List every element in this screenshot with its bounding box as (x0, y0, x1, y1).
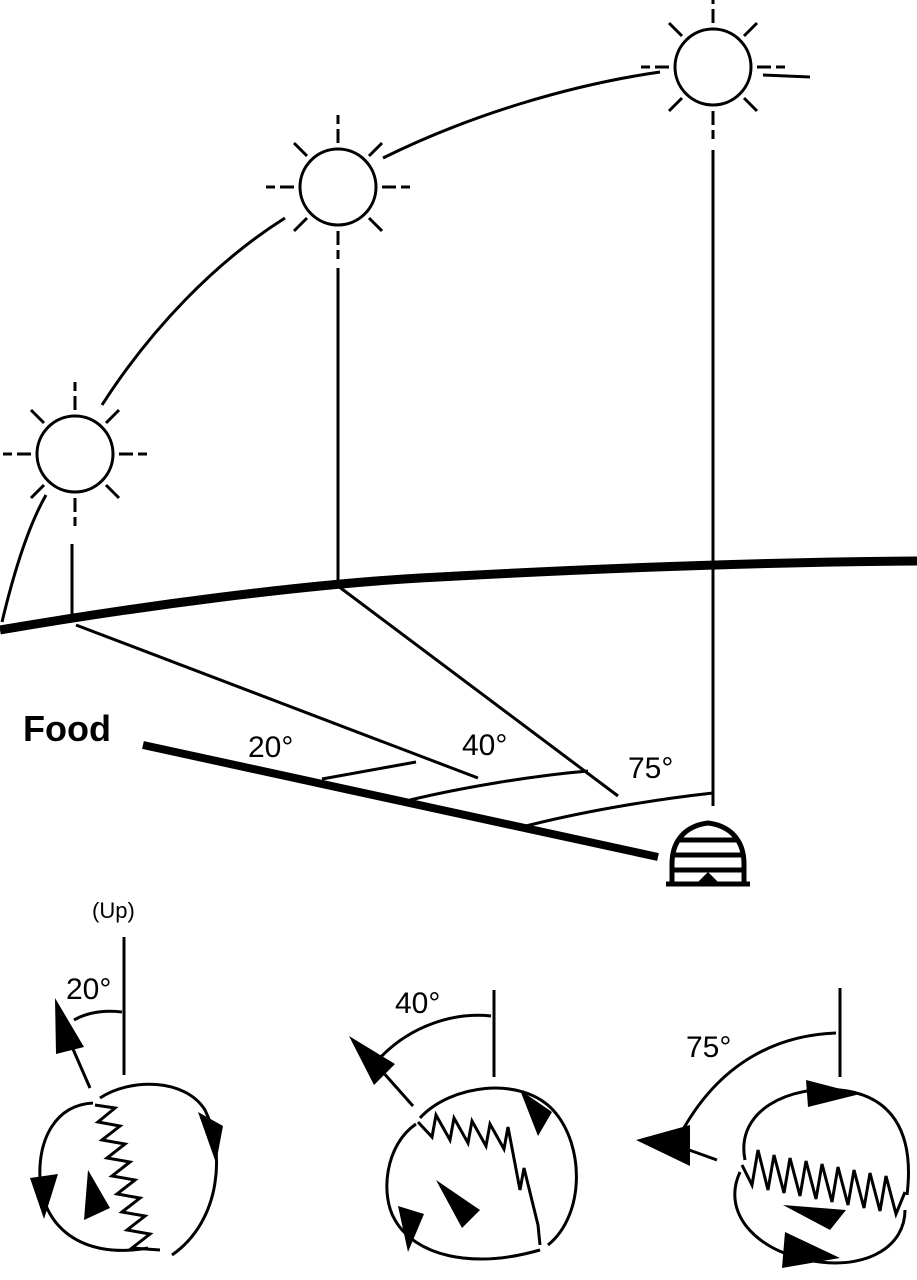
waggle-dance-20: (Up) 20° (30, 898, 223, 1257)
dance-loop (99, 1082, 219, 1257)
waggle-run (94, 1103, 161, 1252)
food-direction-line (142, 741, 659, 861)
angle-arc-75 (521, 791, 714, 829)
dance-angle-arc (376, 1013, 492, 1062)
dance-angle-label: 40° (395, 987, 440, 1020)
waggle-run (740, 1149, 907, 1219)
sun-icon (264, 113, 412, 261)
dance-angle-label: 20° (66, 973, 111, 1006)
food-label: Food (23, 708, 111, 749)
dance-angle-arc (73, 1009, 123, 1022)
arrowhead-icon (782, 1232, 840, 1268)
sun-icon (1, 380, 149, 528)
arrowhead-icon (436, 1180, 480, 1228)
arrowhead-icon (84, 1170, 110, 1220)
angle-arc-20 (321, 760, 417, 781)
dance-angle-label: 75° (686, 1031, 731, 1064)
dance-loop (385, 1122, 541, 1261)
angle-label-40: 40° (462, 729, 507, 762)
arrowhead-icon (198, 1112, 223, 1163)
arrowhead-icon (806, 1080, 860, 1107)
arrowhead-icon (636, 1125, 690, 1166)
dance-angle-arc (678, 1031, 837, 1136)
arrowhead-icon (349, 1036, 395, 1085)
dance-direction-arrow (379, 1069, 415, 1107)
sun-path-arc (0, 494, 48, 623)
dance-loop (733, 1171, 907, 1265)
sun-azimuth-line (337, 584, 619, 798)
sun-icon (639, 0, 811, 141)
sun-path-arc (100, 216, 286, 406)
waggle-dance-40: 40° (349, 987, 578, 1261)
arrowhead-icon (398, 1206, 424, 1252)
arrowhead-icon (520, 1090, 552, 1136)
angle-arc-40 (409, 769, 589, 802)
waggle-dance-75: 75° (636, 988, 910, 1268)
horizon-line (0, 556, 917, 635)
dance-loop (418, 1086, 578, 1247)
sun-path-arc (382, 70, 661, 160)
waggle-run (416, 1110, 542, 1246)
sun-azimuth-line (75, 623, 479, 780)
beehive-icon (666, 820, 750, 887)
arrowhead-icon (783, 1205, 846, 1230)
angle-label-20: 20° (248, 731, 293, 764)
arrowhead-icon (55, 998, 84, 1054)
up-label: (Up) (92, 898, 135, 923)
angle-label-75: 75° (628, 752, 673, 785)
arrowhead-icon (30, 1174, 58, 1219)
